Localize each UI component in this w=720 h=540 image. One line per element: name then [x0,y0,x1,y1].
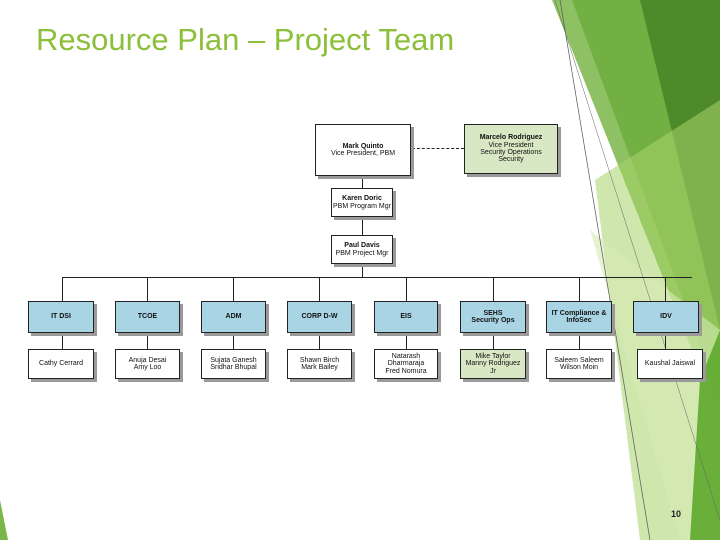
member-box: Anuja Desai Amy Loo [115,349,180,379]
thin-line-2 [554,0,720,521]
drop-line-4 [319,277,320,301]
member-line-4 [319,333,320,349]
top-name: Mark Quinto [342,142,384,150]
drop-line-1 [62,277,63,301]
member-box: Kaushal Jaiswal [637,349,703,379]
drop-line-2 [147,277,148,301]
department-bus [62,277,692,278]
department-box: EIS [374,301,438,333]
member-line-1 [62,333,63,349]
department-box: IDV [633,301,699,333]
thin-line-1 [559,0,651,540]
green-panel-bright [690,330,720,540]
slide-title: Resource Plan – Project Team [36,22,455,57]
department-box: SEHS Security Ops [460,301,526,333]
level2-role: PBM Program Mgr [333,202,391,210]
department-box: IT DSI [28,301,94,333]
level3-role: PBM Project Mgr [335,249,389,257]
drop-line-5 [406,277,407,301]
member-box: Sujata Ganesh Sridhar Bhupal [201,349,266,379]
top-role: Vice President, PBM [330,150,396,157]
org-box-level3: Paul Davis PBM Project Mgr [331,235,393,264]
department-box: IT Compliance & InfoSec [546,301,612,333]
peer-role-line2: Security Operations [480,149,542,156]
member-box: Cathy Cerrard [28,349,94,379]
member-box: Natarash Dharmaraja Fred Nomura [374,349,438,379]
peer-role-line3: Security [498,156,524,164]
org-box-level2: Karen Doric PBM Program Mgr [331,188,393,217]
connector-top-to-level2 [362,176,363,188]
member-box: Shawn Birch Mark Bailey [287,349,352,379]
member-box: Mike Taylor Manny Rodriguez Jr [460,349,526,379]
page-number: 10 [671,509,682,519]
member-line-5 [406,333,407,349]
green-triangle-bottom [0,500,8,540]
org-box-peer: Marcelo Rodriguez Vice President Securit… [464,124,558,174]
member-line-7 [579,333,580,349]
member-box: Saleem Saleem Wilson Moin [546,349,612,379]
level3-name: Paul Davis [344,242,380,250]
department-box: TCOE [115,301,180,333]
member-line-3 [233,333,234,349]
member-line-8 [665,333,666,349]
peer-role-line1: Vice President [488,141,534,149]
drop-line-3 [233,277,234,301]
connector-level3-to-bus [362,264,363,277]
level2-name: Karen Doric [342,195,382,203]
drop-line-6 [493,277,494,301]
department-box: CORP D-W [287,301,352,333]
department-box: ADM [201,301,266,333]
org-box-top: Mark Quinto Vice President, PBM [315,124,411,176]
connector-level2-to-level3 [362,217,363,235]
drop-line-7 [579,277,580,301]
dashed-connector-peer [412,148,464,149]
member-line-6 [493,333,494,349]
drop-line-8 [665,277,666,301]
peer-name: Marcelo Rodriguez [479,134,543,142]
member-line-2 [147,333,148,349]
